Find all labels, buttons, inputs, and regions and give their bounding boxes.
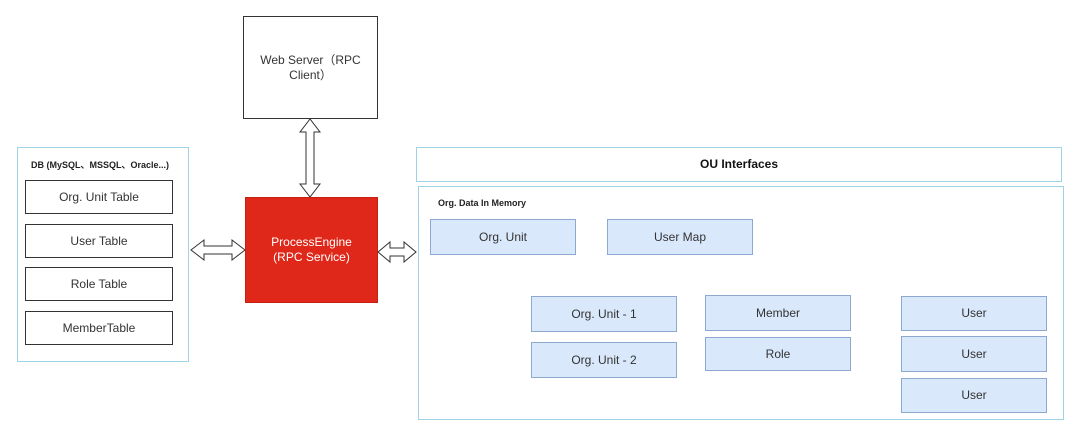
web-engine-double-arrow [298,118,322,198]
user-map-node: User Map [607,219,753,255]
db-table-org-unit: Org. Unit Table [25,180,173,214]
org-unit-2-node: Org. Unit - 2 [531,342,677,378]
org-unit-1-node: Org. Unit - 1 [531,296,677,332]
db-table-user: User Table [25,224,173,258]
ou-interfaces-bar: OU Interfaces [416,147,1062,182]
org-unit-node: Org. Unit [430,219,576,255]
process-engine-label-line1: ProcessEngine [271,235,352,249]
process-engine-node: ProcessEngine (RPC Service) [245,197,378,303]
member-node: Member [705,295,851,331]
ou-interfaces-title: OU Interfaces [699,157,779,171]
web-server-node: Web Server（RPC Client） [243,16,378,119]
engine-memory-double-arrow [377,240,417,264]
db-table-role: Role Table [25,267,173,301]
role-node: Role [705,337,851,371]
db-table-member: MemberTable [25,311,173,345]
user-node-3: User [901,378,1047,413]
memory-panel-title: Org. Data In Memory [438,198,527,208]
db-panel-title: DB (MySQL、MSSQL、Oracle...) [31,160,170,170]
web-server-label-line1: Web Server（RPC [260,52,361,67]
web-server-label-line2: Client） [289,67,332,82]
process-engine-label-line2: (RPC Service) [273,250,350,264]
user-node-1: User [901,296,1047,331]
user-node-2: User [901,336,1047,372]
db-engine-double-arrow [190,238,246,262]
